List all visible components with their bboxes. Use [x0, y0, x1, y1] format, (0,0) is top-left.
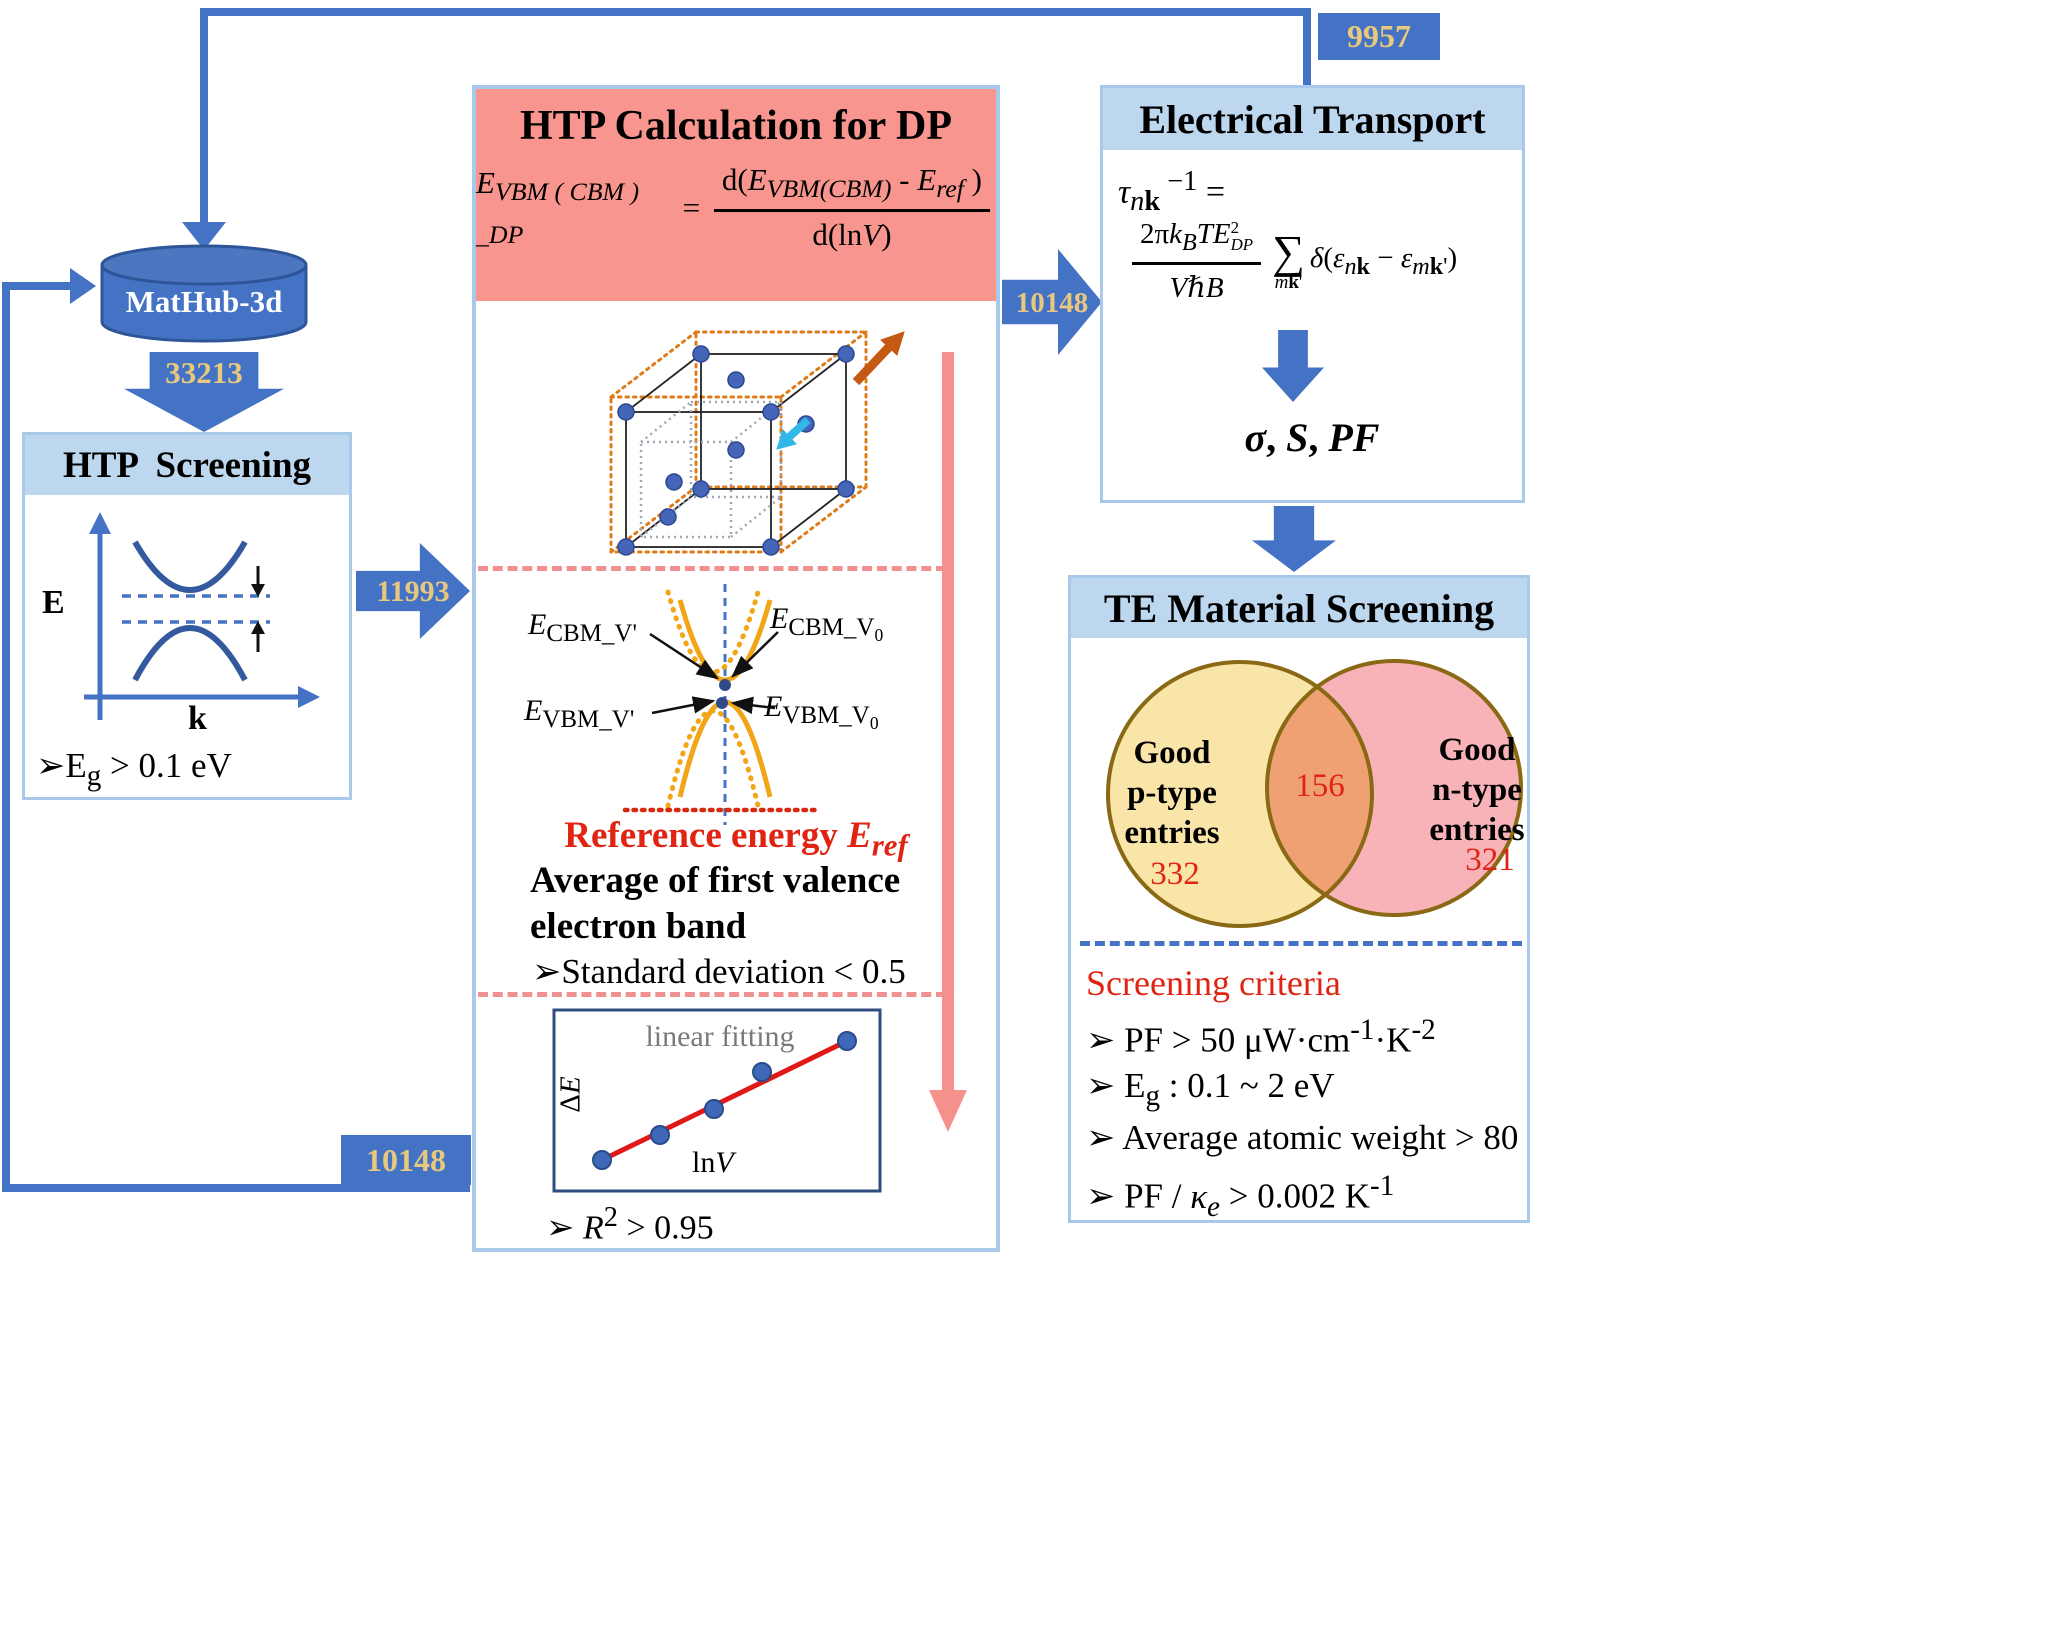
- sketch-k-axis-label: k: [188, 700, 207, 737]
- fit-data-points: [592, 1031, 857, 1170]
- left-feedback-line-bottom-horizontal: [2, 1184, 470, 1192]
- dp-formula: EVBM ( CBM ) _DP = d(EVBM(CBM) - Eref )d…: [476, 162, 996, 253]
- dp-calculation-title: HTP Calculation for DP: [519, 103, 953, 149]
- badge-10148-bottom-label: 10148: [366, 1141, 446, 1178]
- top-feedback-line-right-vertical: [1303, 8, 1311, 88]
- badge-10148-label: 10148: [1015, 287, 1089, 319]
- venn-right-count: 321: [1465, 842, 1515, 878]
- compression-arrow: [776, 417, 811, 450]
- label-cbm-vprime: ECBM_V': [528, 608, 637, 647]
- arrow-transport-to-te-shape: [1252, 506, 1336, 572]
- dp-separator-2: [478, 992, 946, 997]
- htp-screening-title: HTP Screening: [62, 444, 312, 486]
- electrical-transport-header: Electrical Transport: [1103, 88, 1522, 150]
- label-vbm-v0: EVBM_V0: [764, 690, 879, 734]
- fit-plot-x-label: lnV: [692, 1146, 734, 1179]
- cylinder-shape: [100, 244, 308, 343]
- electrical-transport-box: [1100, 85, 1525, 503]
- te-screening-title: TE Material Screening: [1103, 585, 1495, 631]
- criteria-item-pf: ➢ PF > 50 μW·cm-1·K-2: [1086, 1014, 1436, 1060]
- arrow-dp-to-transport: 10148: [1002, 249, 1102, 355]
- fit-plot-caption: linear fitting: [645, 1020, 795, 1053]
- badge-11993-label: 11993: [376, 575, 450, 608]
- criteria-item-pf-kappa: ➢ PF / κe > 0.002 K-1: [1086, 1170, 1395, 1223]
- venn-overlap-count: 156: [1295, 768, 1345, 804]
- criteria-item-weight: ➢ Average atomic weight > 80: [1086, 1118, 1519, 1157]
- arrow-transport-internal-shape: [1262, 330, 1324, 402]
- count-badge-9957: 9957: [1318, 13, 1440, 60]
- dp-calculation-header: [476, 89, 996, 301]
- std-deviation-criterion: ➢Standard deviation < 0.5: [532, 952, 906, 991]
- database-label: MatHub-3d: [125, 284, 283, 319]
- arrowhead-into-database-left: [70, 268, 96, 304]
- arrow-db-to-screening: 33213: [124, 352, 284, 432]
- dp-separator-1: [478, 566, 946, 571]
- expansion-arrow: [852, 331, 905, 386]
- left-feedback-line-stub: [8, 282, 72, 290]
- fit-plot-y-label: ΔE: [554, 1076, 587, 1113]
- te-separator: [1080, 941, 1522, 946]
- label-vbm-vprime: EVBM_V': [524, 694, 635, 733]
- label-cbm-v0: ECBM_V0: [770, 602, 884, 646]
- arrow-screening-to-dp: 11993: [356, 543, 470, 639]
- arrow-transport-internal: [1262, 330, 1324, 402]
- count-badge-10148-bottom: 10148: [341, 1135, 471, 1185]
- top-feedback-line-horizontal: [202, 8, 1309, 16]
- transport-formula-line1: τnk −1 =: [1118, 166, 1226, 218]
- badge-33213-label: 33213: [165, 355, 243, 390]
- te-screening-header: TE Material Screening: [1071, 578, 1527, 638]
- screening-criteria-title: Screening criteria: [1086, 963, 1341, 1003]
- venn-left-count: 332: [1150, 856, 1200, 892]
- sketch-energy-axis-label: E: [42, 584, 65, 621]
- transport-outputs: σ, S, PF: [1244, 415, 1380, 460]
- top-feedback-line-into-database: [200, 8, 208, 224]
- electrical-transport-title: Electrical Transport: [1139, 96, 1486, 142]
- band-edge-diagram: [622, 584, 823, 825]
- linear-fitting-plot: [552, 1008, 882, 1193]
- compressed-cell-cube: [639, 400, 783, 539]
- reference-energy-description: Average of first valence electron band: [530, 860, 901, 947]
- venn-diagram: [1106, 659, 1523, 928]
- r2-criterion: ➢ R2 > 0.95: [546, 1202, 714, 1247]
- reference-energy-label: Reference energy Eref: [564, 815, 908, 863]
- supercell-structure-sketch: [609, 330, 905, 556]
- htp-screening-header: HTP Screening: [25, 435, 349, 495]
- arrow-transport-to-te: [1252, 506, 1336, 572]
- bandgap-criterion: ➢Eg > 0.1 eV: [36, 746, 232, 792]
- criteria-item-eg: ➢ Eg : 0.1 ~ 2 eV: [1086, 1066, 1335, 1112]
- dp-workflow-arrow: [929, 352, 967, 1132]
- database-cylinder: MatHub-3d: [97, 244, 311, 344]
- band-structure-sketch: [84, 512, 320, 720]
- badge-9957-label: 9957: [1347, 18, 1411, 54]
- left-feedback-line-vertical: [2, 282, 10, 1192]
